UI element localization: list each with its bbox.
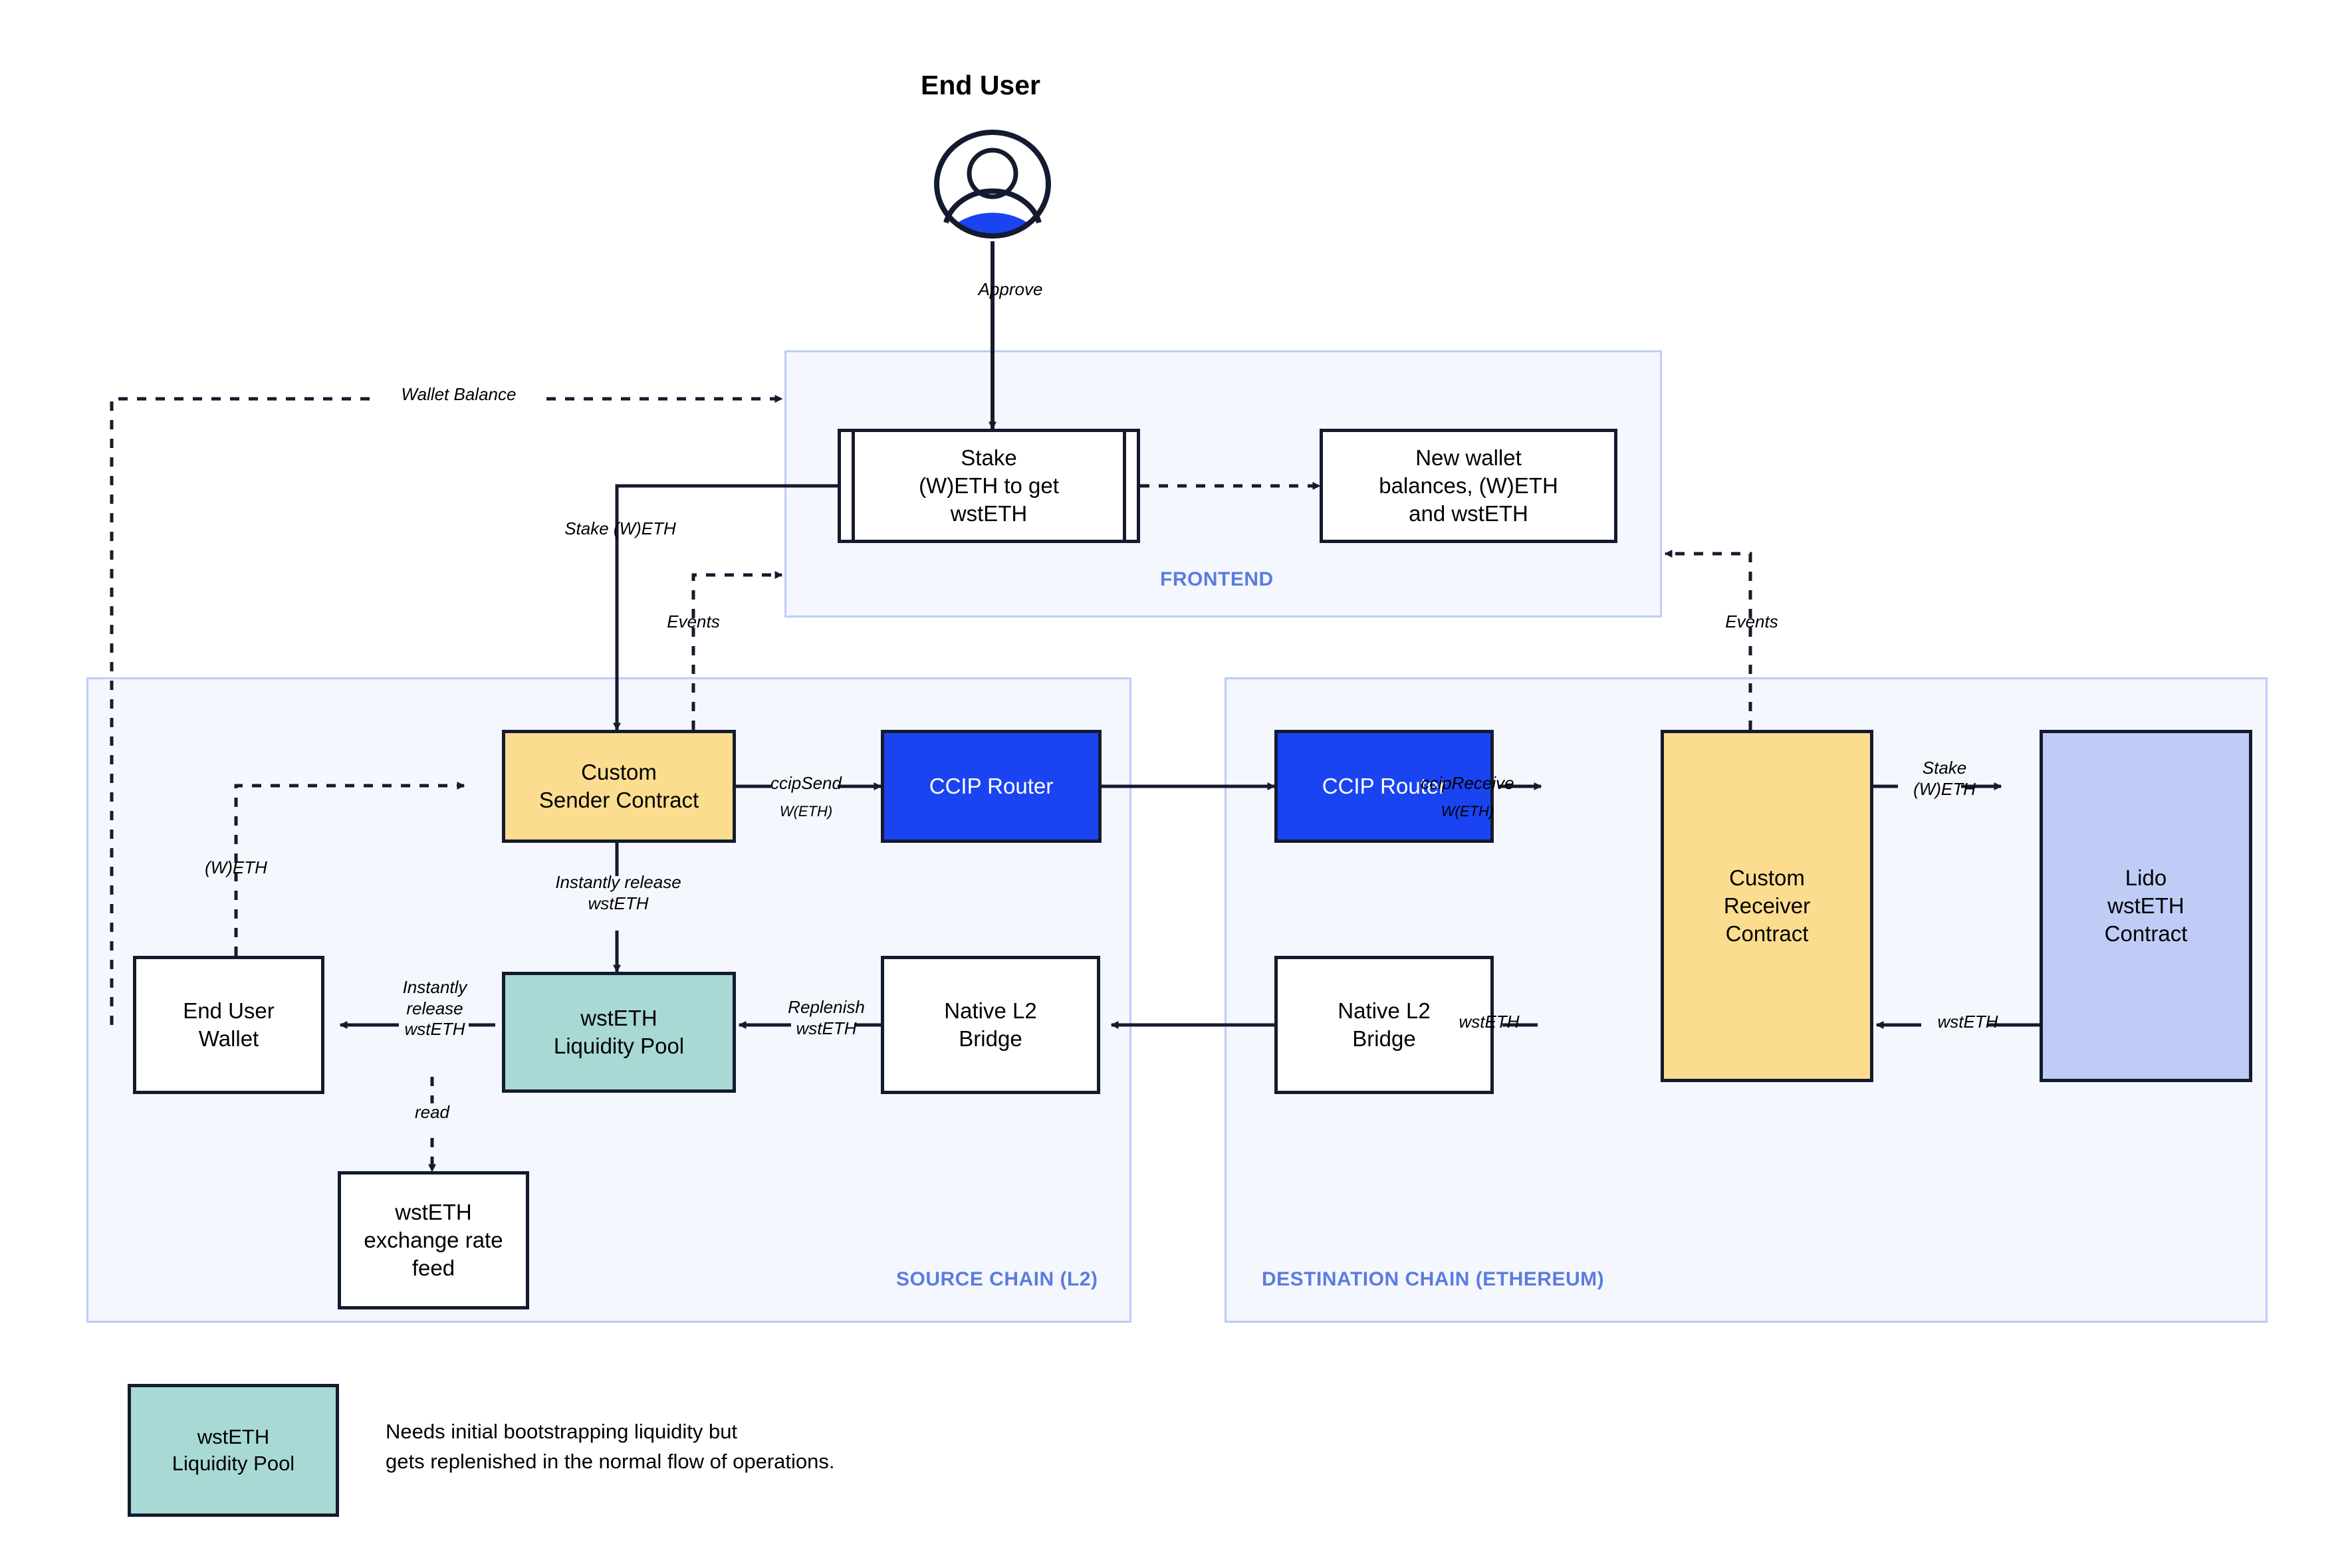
node-native-l2-bridge-destination[interactable]: Native L2 Bridge: [1274, 956, 1494, 1094]
node-native-l2-bridge-destination-label: Native L2 Bridge: [1338, 998, 1431, 1051]
node-new-balances[interactable]: New wallet balances, (W)ETH and wstETH: [1320, 429, 1617, 543]
edge-label-wsteth-receiver: wstETH: [1459, 1012, 1520, 1032]
edge-label-stake-weth: Stake (W)ETH: [564, 518, 676, 538]
edge-label-ccipsend: ccipSend: [770, 773, 842, 793]
edge-label-read: read: [414, 1102, 450, 1122]
node-custom-receiver-contract-label: Custom Receiver Contract: [1723, 865, 1811, 947]
edge-label-ccipsend-token: W(ETH): [779, 803, 833, 820]
node-custom-sender-contract[interactable]: Custom Sender Contract: [502, 730, 736, 843]
user-avatar-icon: [934, 130, 1051, 239]
edge-label-wsteth-lido: wstETH: [1937, 1012, 1998, 1032]
node-end-user-wallet[interactable]: End User Wallet: [133, 956, 324, 1094]
node-ccip-router-destination-label: CCIP Router: [1322, 773, 1447, 798]
node-wsteth-exchange-rate-feed-label: wstETH exchange rate feed: [364, 1199, 503, 1281]
node-lido-wsteth-contract[interactable]: Lido wstETH Contract: [2040, 730, 2252, 1082]
edge-label-events-right: Events: [1725, 612, 1778, 631]
group-destination-chain-label: DESTINATION CHAIN (ETHEREUM): [1262, 1268, 1605, 1290]
legend-swatch-wsteth-pool: wstETH Liquidity Pool: [128, 1384, 339, 1517]
node-custom-receiver-contract[interactable]: Custom Receiver Contract: [1661, 730, 1873, 1082]
legend-note: Needs initial bootstrapping liquidity bu…: [386, 1420, 835, 1473]
node-wsteth-liquidity-pool-label: wstETH Liquidity Pool: [553, 1005, 685, 1058]
group-frontend-label: FRONTEND: [1160, 568, 1274, 590]
node-ccip-router-source[interactable]: CCIP Router: [881, 730, 1102, 843]
node-new-balances-label: New wallet balances, (W)ETH and wstETH: [1379, 445, 1558, 526]
node-wsteth-liquidity-pool[interactable]: wstETH Liquidity Pool: [502, 972, 736, 1093]
edge-label-weth-left: (W)ETH: [205, 857, 267, 877]
node-native-l2-bridge-source-label: Native L2 Bridge: [944, 998, 1037, 1051]
legend-swatch-label: wstETH Liquidity Pool: [172, 1424, 295, 1475]
node-stake-ui[interactable]: Stake (W)ETH to get wstETH: [838, 429, 1140, 543]
node-ccip-router-destination[interactable]: CCIP Router: [1274, 730, 1494, 843]
edge-label-ccipreceive-token: W(ETH): [1441, 803, 1494, 820]
node-custom-sender-contract-label: Custom Sender Contract: [538, 759, 699, 812]
edge-label-instantly-release-wsteth: Instantly release wstETH: [555, 872, 681, 913]
page-title: End User: [921, 70, 1040, 100]
node-lido-wsteth-contract-label: Lido wstETH Contract: [2104, 865, 2188, 947]
edge-label-replenish-wsteth: Replenish wstETH: [788, 997, 865, 1038]
group-source-chain-label: SOURCE CHAIN (L2): [896, 1268, 1098, 1290]
edge-label-ccipreceive: ccipReceive: [1421, 773, 1514, 793]
edge-label-wallet-balance: Wallet Balance: [376, 384, 542, 405]
edge-label-stake-weth-right: Stake (W)ETH: [1913, 758, 1976, 799]
node-native-l2-bridge-source[interactable]: Native L2 Bridge: [881, 956, 1100, 1094]
node-wsteth-exchange-rate-feed[interactable]: wstETH exchange rate feed: [338, 1171, 529, 1309]
edge-label-approve: Approve: [978, 279, 1043, 299]
edge-label-instantly-release-wsteth-wallet: Instantly release wstETH: [402, 977, 467, 1040]
node-end-user-wallet-label: End User Wallet: [183, 998, 275, 1051]
node-stake-ui-label: Stake (W)ETH to get wstETH: [919, 445, 1059, 526]
node-ccip-router-source-label: CCIP Router: [929, 773, 1054, 798]
edge-label-events-left: Events: [667, 612, 720, 631]
